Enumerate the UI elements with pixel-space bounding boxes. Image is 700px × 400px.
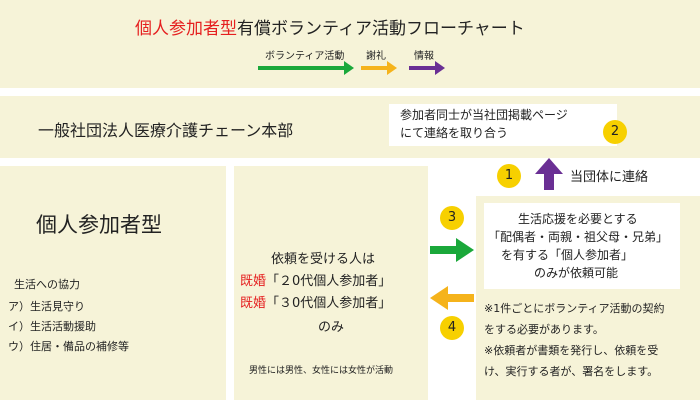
legend-volunteer-label: ボランティア活動 [265, 51, 345, 62]
receiver-line2-rest: 「３0代個人参加者」 [266, 296, 392, 311]
requester-line1: 生活応援を必要とする [518, 212, 638, 226]
receiver-footnote: 男性には男性、女性には女性が活動 [249, 366, 394, 376]
receiver-heading: 依頼を受ける人は [271, 252, 376, 267]
receiver-tail: のみ [318, 320, 345, 335]
info-box-line2: にて連絡を取り合う [400, 126, 509, 140]
legend-info-line [409, 66, 437, 70]
legend-info-arrowhead [435, 61, 445, 75]
participant-title: 個人参加者型 [36, 213, 162, 237]
receiver-line2: 既婚「３0代個人参加者」 [240, 292, 391, 311]
cooperation-item-1: ア）生活見守り [8, 300, 85, 313]
org-name: 一般社団法人医療介護チェーン本部 [38, 121, 294, 140]
cooperation-title: 生活への協力 [14, 278, 80, 291]
info-box [389, 104, 617, 146]
step-1-badge: 1 [497, 164, 521, 188]
title-highlight: 個人参加者型 [135, 19, 237, 39]
header-panel [0, 0, 700, 88]
step-3-badge: 3 [440, 206, 464, 230]
requester-line3: を有する「個人参加者」 [501, 248, 634, 262]
requester-box [484, 203, 680, 289]
legend-reward-label: 謝礼 [366, 51, 386, 62]
receiver-line2-married: 既婚 [240, 296, 267, 311]
page-title: 個人参加者型有償ボランティア活動フローチャート [135, 14, 525, 39]
legend-info-label: 情報 [414, 51, 434, 62]
receiver-line1-married: 既婚 [240, 274, 267, 289]
note-2a: ※依頼者が書類を発行し、依頼を受 [484, 344, 659, 357]
step-2-badge: 2 [603, 120, 627, 144]
participant-panel [0, 166, 226, 400]
legend-reward-arrowhead [387, 61, 397, 75]
title-rest: 有償ボランティア活動フローチャート [237, 19, 525, 39]
note-2b: け、実行する者が、署名をします。 [484, 365, 659, 378]
cooperation-item-3: ウ）住居・備品の補修等 [8, 340, 129, 353]
cooperation-item-2: イ）生活活動援助 [8, 320, 96, 333]
legend-reward-line [361, 66, 389, 70]
volunteer-arrow-right [430, 238, 474, 262]
info-box-line1: 参加者同士が当社団掲載ページ [400, 108, 568, 122]
info-arrow-up [535, 158, 563, 190]
receiver-line1: 既婚「２0代個人参加者」 [240, 270, 391, 289]
note-1a: ※1件ごとにボランティア活動の契約 [484, 302, 665, 315]
requester-line2: 「配偶者・両親・祖父母・兄弟」 [488, 230, 669, 244]
receiver-panel [234, 166, 428, 400]
receiver-line1-rest: 「２0代個人参加者」 [266, 274, 392, 289]
step-4-badge: 4 [440, 316, 464, 340]
requester-line4: のみが依頼可能 [534, 266, 619, 280]
reward-arrow-left [430, 286, 474, 310]
contact-label: 当団体に連絡 [570, 170, 649, 185]
note-1b: をする必要があります。 [484, 323, 604, 336]
legend-volunteer-arrowhead [344, 61, 354, 75]
legend-volunteer-line [258, 66, 346, 70]
